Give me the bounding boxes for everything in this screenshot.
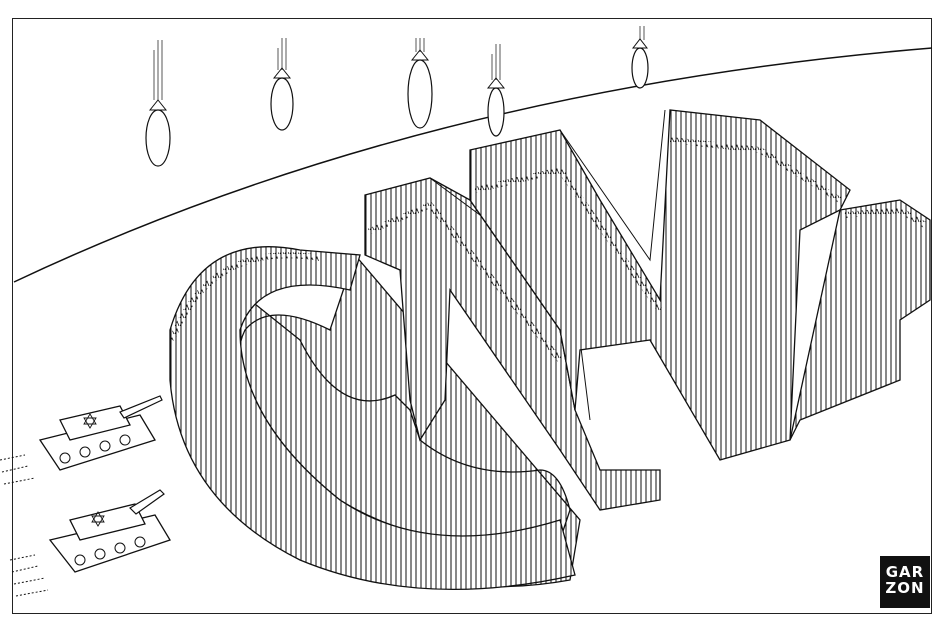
- falling-bomb-icon: [145, 40, 171, 167]
- artist-signature: GAR ZON: [880, 556, 930, 608]
- tanks: [0, 395, 171, 597]
- star-of-david-icon: [91, 511, 105, 527]
- falling-bomb-icon: [631, 26, 649, 89]
- tank-icon: [0, 395, 163, 485]
- letter-n-second: [469, 109, 931, 461]
- falling-bomb-icon: [486, 44, 506, 137]
- star-of-david-icon: [83, 413, 97, 429]
- bombs: [145, 26, 649, 167]
- picture-border: [12, 18, 932, 614]
- horizon-line: [13, 47, 933, 283]
- signature-line-1: GAR: [885, 563, 925, 581]
- letter-c: [169, 246, 581, 591]
- signature-line-2: ZON: [885, 579, 925, 597]
- falling-bomb-icon: [270, 38, 294, 131]
- tank-icon: [9, 489, 171, 597]
- falling-bomb-icon: [407, 38, 433, 129]
